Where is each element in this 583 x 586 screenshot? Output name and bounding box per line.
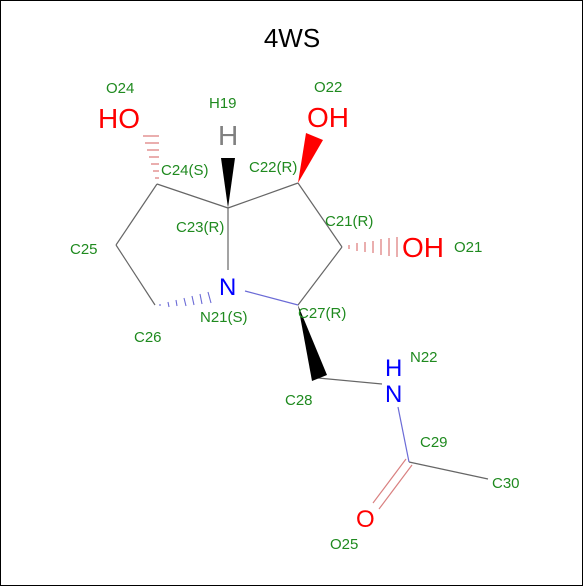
bond-c29-c30 <box>408 461 489 480</box>
label-c22: C22(R) <box>249 159 297 176</box>
label-o24: O24 <box>106 80 134 97</box>
bond-c21-c27 <box>297 246 343 306</box>
label-c27: C27(R) <box>298 305 346 322</box>
bond-c25-c26 <box>115 244 156 306</box>
o24-symbol: HO <box>98 103 140 134</box>
wedge-c27-c28 <box>298 305 327 381</box>
bond-c24-c25 <box>115 183 158 246</box>
hash-bond-c26-n21 <box>159 291 212 308</box>
atom-labels: O24 H19 O22 C24(S) C22(R) C23(R) C21(R) … <box>70 79 520 553</box>
label-c26: C26 <box>134 329 162 346</box>
label-c30: C30 <box>492 475 520 492</box>
bond-c29-o25-b <box>378 464 413 510</box>
wedge-c23-h19 <box>221 158 235 208</box>
label-n22: N22 <box>410 349 438 366</box>
bonds <box>115 182 489 510</box>
wedge-c22-o22 <box>298 133 323 183</box>
n21-symbol: N <box>219 274 236 301</box>
bond-c24-c23 <box>156 183 229 209</box>
n22-h-symbol: H <box>385 355 402 382</box>
bond-c23-c22 <box>227 182 299 209</box>
bond-n21-c27 <box>244 290 299 306</box>
label-o21: O21 <box>454 239 482 256</box>
label-h19: H19 <box>209 95 237 112</box>
o21-symbol: OH <box>402 232 444 263</box>
label-c21: C21(R) <box>325 213 373 230</box>
label-o22: O22 <box>314 79 342 96</box>
hash-bond-c21-o21 <box>348 237 398 257</box>
label-c28: C28 <box>285 392 313 409</box>
h19-symbol: H <box>218 120 238 151</box>
heteroatoms: HO OH OH H N H N O <box>98 102 444 533</box>
label-c25: C25 <box>70 241 98 258</box>
title: 4WS <box>264 23 320 53</box>
n22-symbol: N <box>385 381 402 408</box>
label-c24: C24(S) <box>161 162 209 179</box>
o25-symbol: O <box>356 506 375 533</box>
bond-n22-c29 <box>397 406 410 463</box>
label-c23: C23(R) <box>176 219 224 236</box>
label-c29: C29 <box>420 434 448 451</box>
bond-c22-c21 <box>297 182 343 248</box>
label-o25: O25 <box>330 536 358 553</box>
hash-bond-c24-o24 <box>143 135 159 179</box>
label-n21: N21(S) <box>200 309 248 326</box>
o22-symbol: OH <box>307 102 349 133</box>
bond-c29-o25-a <box>372 458 407 504</box>
bond-c28-n22 <box>317 377 383 385</box>
